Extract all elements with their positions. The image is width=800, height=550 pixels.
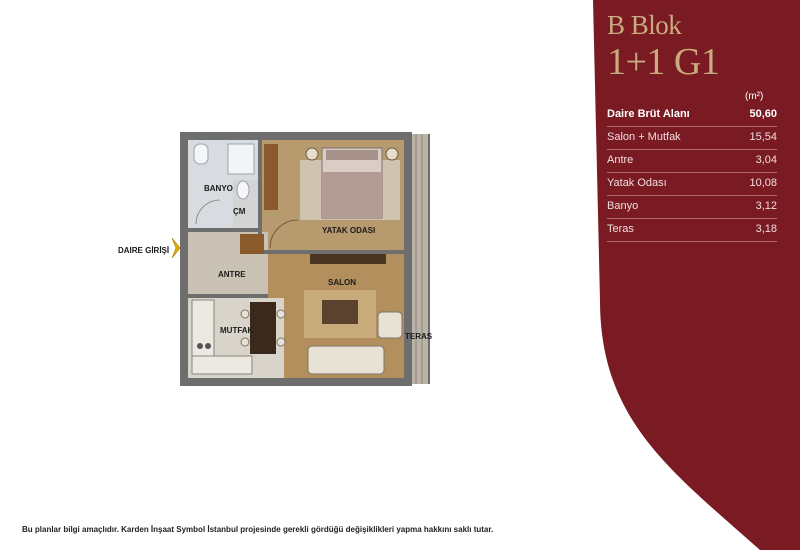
unit-type-title: 1+1 G1	[607, 41, 720, 83]
dining-table	[250, 302, 276, 354]
label-yatak-odasi: YATAK ODASI	[322, 226, 376, 235]
bed-blanket	[322, 172, 382, 218]
label-mutfak: MUTFAK	[220, 326, 254, 335]
dining-chair	[276, 337, 286, 347]
area-row-label: Daire Brüt Alanı	[607, 108, 690, 120]
bed-pillows	[326, 150, 378, 160]
area-row-total: Daire Brüt Alanı 50,60	[607, 104, 777, 127]
floor-plan-drawing	[171, 132, 430, 386]
terrace-floor	[412, 134, 430, 384]
area-row-value: 3,12	[755, 200, 777, 212]
area-row-value: 10,08	[749, 177, 777, 189]
area-row-label: Salon + Mutfak	[607, 131, 681, 143]
stove-burner	[197, 343, 203, 349]
dining-chair	[276, 309, 286, 319]
area-row-value: 50,60	[749, 108, 777, 120]
dining-chair	[240, 309, 250, 319]
dining-chair	[240, 337, 250, 347]
disclaimer-text: Bu planlar bilgi amaçlıdır. Karden İnşaa…	[22, 525, 494, 534]
label-antre: ANTRE	[218, 270, 246, 279]
label-banyo: BANYO	[204, 184, 233, 193]
label-daire-girisi: DAIRE GİRİŞİ	[118, 246, 170, 255]
area-row-label: Teras	[607, 223, 634, 235]
area-row-antre: Antre 3,04	[607, 150, 777, 173]
maroon-panel	[593, 0, 800, 550]
area-row-teras: Teras 3,18	[607, 219, 777, 242]
tv-unit	[310, 254, 386, 264]
area-row-salon-mutfak: Salon + Mutfak 15,54	[607, 127, 777, 150]
hall-cabinet	[240, 234, 264, 254]
sink	[236, 180, 250, 200]
label-salon: SALON	[328, 278, 356, 287]
stove-burner	[205, 343, 211, 349]
wardrobe	[264, 144, 278, 210]
area-row-yatak-odasi: Yatak Odası 10,08	[607, 173, 777, 196]
armchair	[377, 311, 403, 339]
bedroom-door-swing	[269, 219, 299, 249]
shower-tray	[227, 143, 255, 175]
area-row-value: 3,04	[755, 154, 777, 166]
terrace-railing	[428, 134, 430, 384]
coffee-table	[322, 300, 358, 324]
area-row-value: 3,18	[755, 223, 777, 235]
entrance-arrow-icon	[171, 237, 181, 259]
toilet	[193, 143, 209, 165]
label-teras: TERAS	[405, 332, 433, 341]
bathroom-door-swing	[195, 199, 221, 225]
nightstand-left	[305, 147, 319, 161]
area-row-label: Antre	[607, 154, 634, 166]
floor-plan: BANYO ÇM YATAK ODASI DAIRE GİRİŞİ ANTRE …	[100, 120, 440, 400]
area-unit-label: (m²)	[745, 91, 764, 102]
area-row-label: Yatak Odası	[607, 177, 667, 189]
sofa	[307, 345, 385, 375]
area-row-value: 15,54	[749, 131, 777, 143]
area-table: Daire Brüt Alanı 50,60 Salon + Mutfak 15…	[607, 104, 777, 242]
block-title: B Blok	[607, 10, 682, 40]
kitchen-counter-bottom	[191, 355, 253, 375]
kitchen-counter	[191, 299, 215, 365]
area-row-label: Banyo	[607, 200, 639, 212]
nightstand-right	[385, 147, 399, 161]
area-row-banyo: Banyo 3,12	[607, 196, 777, 219]
label-cm: ÇM	[233, 207, 246, 216]
